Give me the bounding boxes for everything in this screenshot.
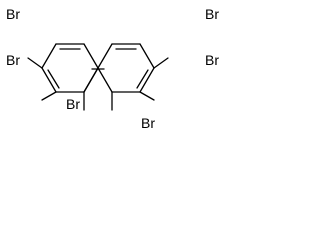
hexabromonaphthalene-structure: Br Br Br Br Br Br (6, 6, 219, 131)
br-label-bottom-right: Br (141, 115, 155, 131)
bond-c7-c6 (139, 67, 155, 93)
br-label-bottom-left: Br (66, 96, 80, 112)
br-label-top-right: Br (205, 6, 219, 22)
bond-c4a-right-c8a (97, 43, 113, 69)
bond-c6-br (153, 57, 169, 69)
bond-c3-c4 (41, 43, 57, 69)
br-label-top-left: Br (6, 6, 20, 22)
double-bond-right-lower (136, 69, 149, 89)
bond-c3-br (27, 57, 43, 69)
bond-c4a-c8a (83, 43, 99, 69)
bond-c8a-c8 (83, 67, 99, 93)
br-label-mid-right: Br (205, 52, 219, 68)
br-label-mid-left: Br (6, 52, 20, 68)
bond-c2-c3 (41, 67, 57, 93)
bond-c2-br (41, 91, 57, 101)
double-bond-left-lower (47, 69, 60, 89)
bond-c8a-c8-right (97, 67, 113, 93)
bond-c6-c5 (139, 43, 155, 69)
bond-c7-br (139, 91, 155, 101)
